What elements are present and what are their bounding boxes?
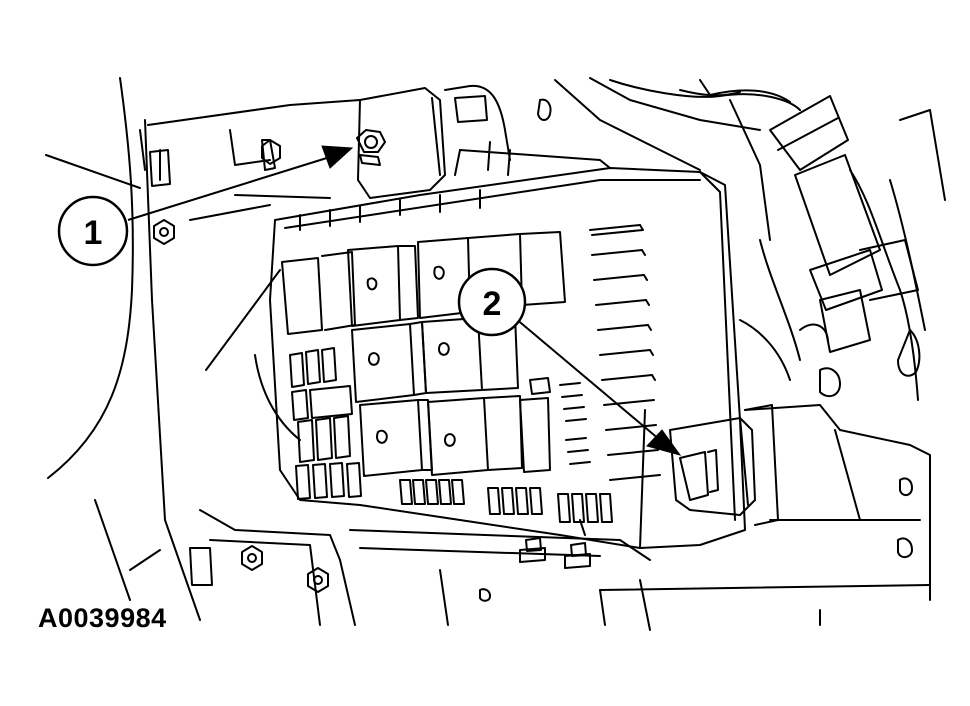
callout-1-arrowhead	[321, 145, 354, 169]
bolt-1-icon	[356, 129, 386, 166]
callout-2-leader-line	[514, 317, 661, 441]
figure-id-label: A0039984	[38, 603, 167, 633]
fuse-box	[269, 141, 779, 569]
callout-2-arrowhead	[646, 429, 682, 456]
callout-1-leader-line	[127, 156, 331, 221]
vehicle-body-structure	[45, 77, 946, 631]
callout-2-label: 2	[483, 285, 502, 323]
callout-1-circle	[57, 195, 129, 267]
nut-icon	[241, 545, 263, 571]
callout-2-circle	[457, 267, 527, 337]
nut-icon	[153, 219, 175, 245]
nut-icon	[307, 567, 329, 593]
callout-1-label: 1	[84, 214, 103, 252]
nut-icon	[261, 139, 281, 165]
callout-2: 2	[457, 267, 682, 456]
callout-1: 1	[57, 145, 354, 267]
